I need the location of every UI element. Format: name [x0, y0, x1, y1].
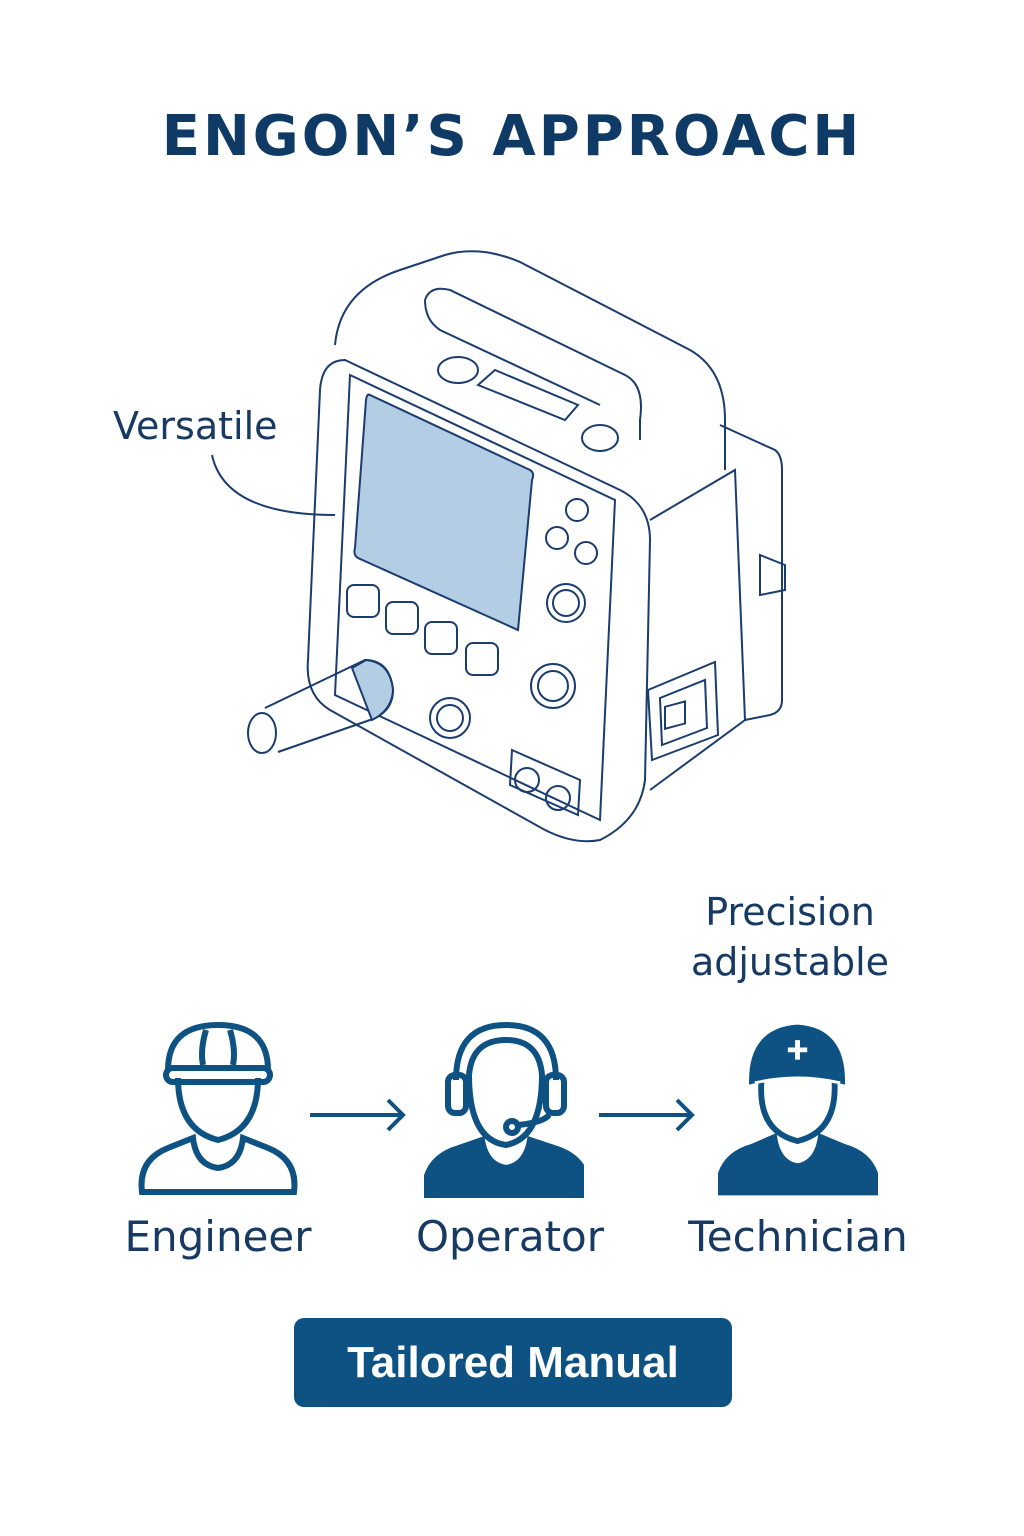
tailored-manual-button[interactable]: Tailored Manual	[294, 1318, 732, 1407]
role-label-technician: Technician	[688, 1212, 908, 1261]
precision-line-1: Precision	[705, 890, 875, 934]
operator-headset-icon	[424, 1021, 584, 1198]
precision-line-2: adjustable	[690, 940, 890, 984]
precision-callout: Precision adjustable	[690, 890, 890, 984]
technician-cap-icon	[718, 1024, 878, 1196]
page-title: ENGON’S APPROACH	[161, 104, 863, 169]
role-label-operator: Operator	[416, 1212, 604, 1261]
role-label-engineer: Engineer	[124, 1212, 312, 1261]
versatile-callout: Versatile	[113, 404, 278, 448]
arrow-right-icon	[310, 1098, 406, 1132]
arrow-right-icon	[599, 1098, 695, 1132]
engineer-hardhat-icon	[138, 1021, 298, 1195]
device-illustration	[211, 250, 786, 843]
